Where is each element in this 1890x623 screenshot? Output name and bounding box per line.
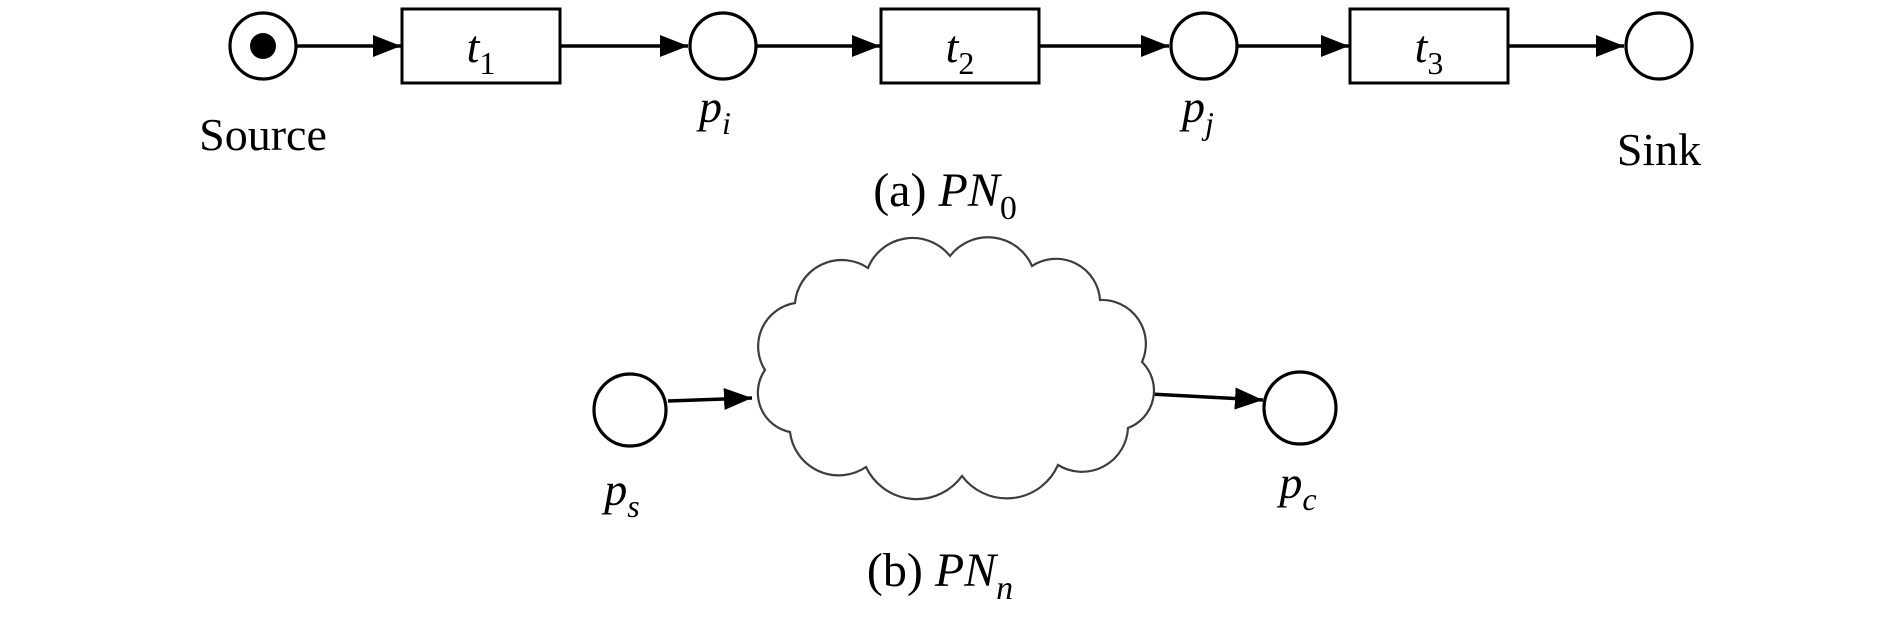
transition-t3-box bbox=[1348, 7, 1510, 85]
caption-b-base: PN bbox=[934, 544, 999, 597]
label-source: Source bbox=[199, 109, 327, 160]
label-pi-base: p bbox=[696, 81, 722, 132]
label-pj-sub: j bbox=[1201, 105, 1214, 141]
label-pj-base: p bbox=[1179, 81, 1205, 132]
label-t1: t1 bbox=[467, 21, 496, 81]
arc-ps-cloud bbox=[667, 388, 753, 410]
caption-b-prefix: (b) bbox=[867, 544, 935, 597]
place-pc-circle bbox=[1262, 370, 1338, 446]
label-t1-sub: 1 bbox=[479, 45, 495, 81]
caption-b-sub: n bbox=[996, 570, 1013, 607]
caption-a-base: PN bbox=[937, 164, 1002, 217]
transition-t2-box bbox=[879, 7, 1041, 85]
label-t3: t3 bbox=[1415, 21, 1444, 81]
label-ps-sub: s bbox=[627, 488, 639, 524]
label-pi-sub: i bbox=[722, 105, 731, 141]
label-t3-sub: 3 bbox=[1427, 45, 1443, 81]
place-ps-circle bbox=[592, 372, 668, 448]
label-sink: Sink bbox=[1617, 124, 1701, 175]
label-pc: pc bbox=[1276, 457, 1316, 517]
place-sink-circle bbox=[1624, 11, 1694, 81]
arc-cloud-pc bbox=[1149, 387, 1264, 410]
label-ps: ps bbox=[601, 464, 639, 524]
label-t2-sub: 2 bbox=[958, 45, 974, 81]
label-ps-base: p bbox=[601, 464, 627, 515]
caption-a-sub: 0 bbox=[1000, 190, 1017, 227]
place-pi-circle bbox=[688, 11, 758, 81]
label-t2: t2 bbox=[946, 21, 975, 81]
label-pc-base: p bbox=[1276, 457, 1302, 508]
caption-b: (b) PNn bbox=[867, 544, 1013, 607]
label-t2-base: t bbox=[946, 21, 960, 72]
source-token-dot bbox=[250, 33, 276, 59]
petri-net-b: ps pc (b) PNn bbox=[592, 236, 1338, 607]
label-pj: pj bbox=[1179, 81, 1214, 141]
label-t1-base: t bbox=[467, 21, 481, 72]
caption-a-prefix: (a) bbox=[873, 164, 938, 217]
cloud-subnet-icon bbox=[756, 236, 1156, 501]
label-pi: pi bbox=[696, 81, 731, 141]
petri-net-a: t1 t2 t3 Source pi pj Sink (a) PN0 bbox=[199, 7, 1701, 227]
transition-t1-box bbox=[400, 7, 562, 85]
place-pj-circle bbox=[1169, 11, 1239, 81]
label-t3-base: t bbox=[1415, 21, 1429, 72]
label-pc-sub: c bbox=[1302, 481, 1316, 517]
caption-a: (a) PN0 bbox=[873, 164, 1017, 227]
